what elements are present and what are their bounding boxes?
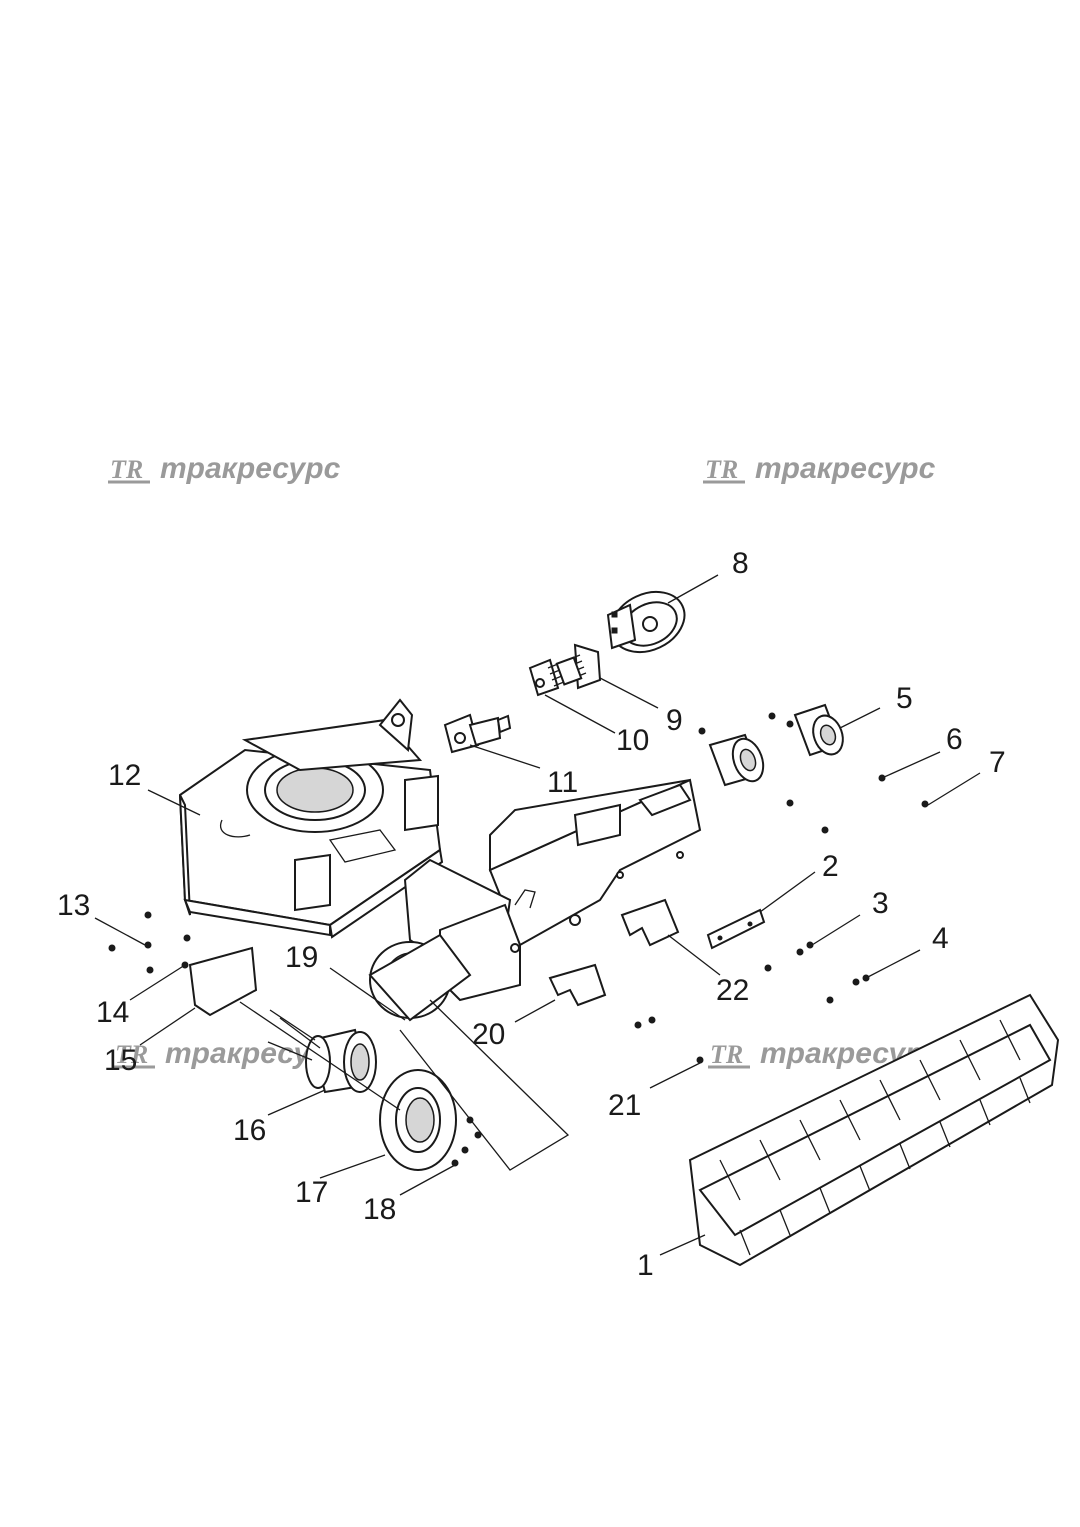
callout-5: 5	[896, 682, 913, 715]
callout-16: 16	[233, 1114, 266, 1147]
callout-4: 4	[932, 922, 949, 955]
callout-1: 1	[637, 1249, 654, 1282]
callout-22: 22	[716, 974, 749, 1007]
callout-21: 21	[608, 1089, 641, 1122]
part-13-bolts	[108, 911, 191, 974]
callout-11: 11	[547, 766, 578, 799]
watermark-logo: TR	[110, 455, 143, 484]
callout-14: 14	[96, 996, 129, 1029]
part-17-sprocket	[379, 1069, 482, 1171]
watermark-top-left: TR тракресурс	[108, 452, 341, 485]
watermark-brand: тракресурс	[160, 452, 341, 485]
part-8-idler-wheel	[606, 590, 686, 654]
watermark-brand: тракресурс	[755, 452, 936, 485]
watermark-logo: TR	[705, 455, 738, 484]
callout-6: 6	[946, 723, 963, 756]
part-22-track-guard	[620, 898, 680, 947]
part-20-track-guard	[548, 963, 607, 1007]
callout-8: 8	[732, 547, 749, 580]
watermark-logo: TR	[710, 1040, 743, 1069]
callout-20: 20	[472, 1018, 505, 1051]
part-5-carrier-roller	[768, 703, 844, 757]
callout-7: 7	[989, 746, 1006, 779]
fasteners	[634, 774, 929, 1064]
callout-15: 15	[104, 1044, 137, 1077]
part-1-crawler-track	[688, 993, 1060, 1267]
watermark-logo: TR	[115, 1040, 148, 1069]
callout-10: 10	[616, 724, 649, 757]
callout-9: 9	[666, 704, 683, 737]
track-frame	[368, 778, 702, 1022]
track-roller	[698, 727, 829, 834]
callout-3: 3	[872, 887, 889, 920]
callout-19: 19	[285, 941, 318, 974]
part-12-turntable-frame	[178, 698, 444, 939]
part-11-adjuster-bracket	[443, 713, 512, 754]
callout-18: 18	[363, 1193, 396, 1226]
callout-12: 12	[108, 759, 141, 792]
leader-lines	[94, 574, 981, 1256]
part-9-tensioner-spring	[528, 643, 602, 697]
watermark-top-right: TR тракресурс	[703, 452, 936, 485]
part-2-guard-plate	[706, 908, 766, 950]
callout-2: 2	[822, 850, 839, 883]
callout-13: 13	[57, 889, 90, 922]
callouts: 1 2 3 4 5 6 7 8 9 10 11 12 13 14 15 16 1…	[57, 547, 1006, 1282]
part-15-cover-plate	[188, 946, 258, 1017]
callout-17: 17	[295, 1176, 328, 1209]
